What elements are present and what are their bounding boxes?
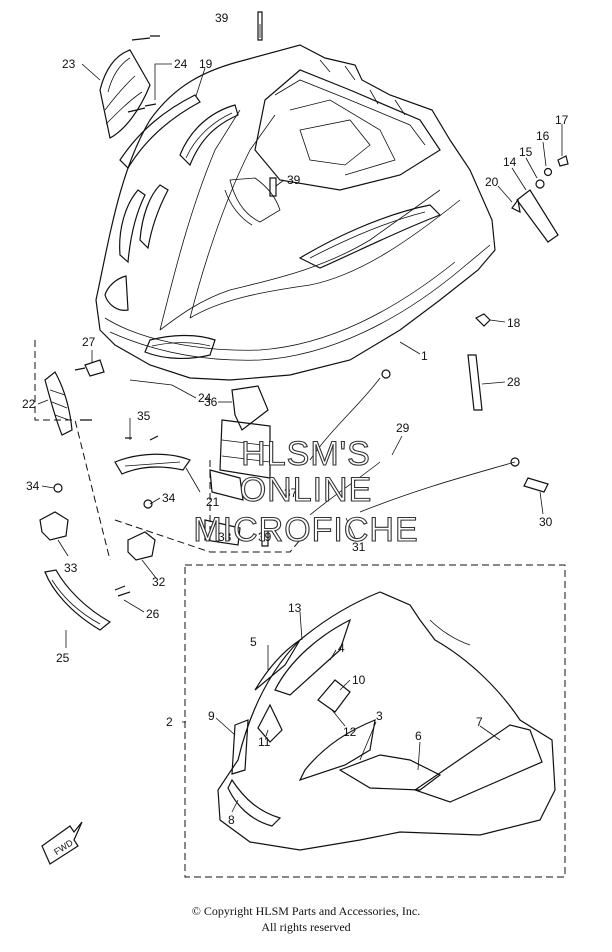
callout-6: 6 <box>415 729 422 743</box>
callout-26: 26 <box>146 607 160 621</box>
reflector-22 <box>44 371 73 436</box>
callout-14: 14 <box>503 155 517 169</box>
left-parts <box>34 35 301 631</box>
leader-lines <box>37 24 563 813</box>
callout-9: 9 <box>208 709 215 723</box>
callout-30: 30 <box>539 515 553 529</box>
decal-6 <box>338 754 442 791</box>
callout-4: 4 <box>338 641 345 655</box>
callout-37: 37 <box>284 486 298 500</box>
side-panel-25 <box>44 569 112 631</box>
callout-12: 12 <box>343 725 357 739</box>
decal-4 <box>274 618 352 696</box>
callout-34-b: 34 <box>162 491 176 505</box>
decal-10 <box>317 679 351 713</box>
callout-11: 11 <box>258 735 271 749</box>
callout-32: 32 <box>152 575 166 589</box>
callout-25: 25 <box>56 651 70 665</box>
callout-34: 34 <box>26 479 40 493</box>
callout-7: 7 <box>476 715 483 729</box>
callout-1: 1 <box>421 349 428 363</box>
callout-36: 36 <box>204 395 218 409</box>
callout-numbers: 39 23 24 19 17 16 15 14 20 39 18 1 27 28… <box>22 11 569 827</box>
decal-set-box <box>184 564 566 878</box>
watermark-line-1: HLSM'S <box>241 435 371 473</box>
callout-3: 3 <box>376 709 383 723</box>
callout-39: 39 <box>215 11 229 25</box>
callout-35: 35 <box>137 409 151 423</box>
decal-11 <box>257 703 283 743</box>
callout-5: 5 <box>250 635 257 649</box>
hood-cowl <box>95 44 496 381</box>
trim-strip-19 <box>119 94 201 169</box>
fwd-label: FWD <box>52 837 75 857</box>
fwd-arrow: FWD <box>41 821 83 865</box>
callout-13: 13 <box>288 601 302 615</box>
decal-5 <box>254 639 301 691</box>
callout-10: 10 <box>352 673 366 687</box>
callout-39-c: 39 <box>258 530 272 544</box>
callout-28: 28 <box>507 375 521 389</box>
decal-7 <box>413 724 543 803</box>
callout-2: 2 <box>166 715 173 729</box>
side-lens-23 <box>99 49 151 139</box>
decal-3 <box>298 719 376 782</box>
watermark: HLSM'S ONLINE MICROFICHE <box>193 434 418 549</box>
center-lower-parts <box>204 11 569 547</box>
callout-39-b: 39 <box>287 173 301 187</box>
callout-8: 8 <box>228 813 235 827</box>
callout-31: 31 <box>352 540 366 554</box>
copyright-line-2: All rights reserved <box>261 920 351 934</box>
callout-15: 15 <box>519 145 533 159</box>
callout-22: 22 <box>22 397 36 411</box>
callout-18: 18 <box>507 316 521 330</box>
callout-16: 16 <box>536 129 550 143</box>
callout-23: 23 <box>62 57 76 71</box>
callout-27: 27 <box>82 335 96 349</box>
decal-9 <box>231 719 249 775</box>
callout-20: 20 <box>485 175 499 189</box>
watermark-line-2: ONLINE <box>240 471 373 509</box>
copyright-line-1: © Copyright HLSM Parts and Accessories, … <box>191 904 421 918</box>
callout-21: 21 <box>206 495 220 509</box>
callout-24: 24 <box>174 57 188 71</box>
callout-19: 19 <box>199 57 213 71</box>
lamp-lens-21 <box>114 453 191 475</box>
watermark-line-3: MICROFICHE <box>193 511 418 549</box>
callout-33: 33 <box>64 561 78 575</box>
callout-29: 29 <box>396 421 410 435</box>
callout-24-b: 24 <box>198 391 212 405</box>
callout-17: 17 <box>555 113 569 127</box>
callout-38: 38 <box>218 530 232 544</box>
decal-8 <box>227 778 282 827</box>
